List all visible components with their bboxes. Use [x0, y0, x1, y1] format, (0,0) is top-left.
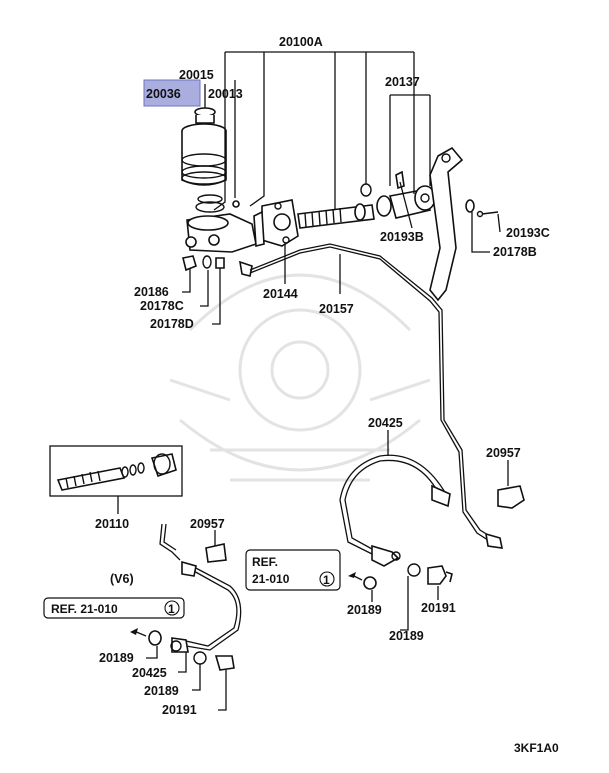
label-20036[interactable]: 20036: [146, 87, 181, 101]
bolt-20178d[interactable]: [215, 257, 225, 269]
ref-box-lower-text: REF. 21-010: [51, 602, 118, 616]
label-20193b[interactable]: 20193B: [380, 230, 424, 244]
label-20100a[interactable]: 20100A: [279, 35, 323, 49]
clutch-hose-v6[interactable]: [159, 523, 242, 653]
reservoir-cap[interactable]: [194, 107, 216, 117]
diagram-code: 3KF1A0: [514, 741, 559, 755]
label-20144[interactable]: 20144: [263, 287, 298, 301]
repair-kit-20110[interactable]: [49, 445, 183, 497]
pedal-lever[interactable]: [429, 146, 464, 302]
label-20193c[interactable]: 20193C: [506, 226, 550, 240]
label-20178c[interactable]: 20178C: [140, 299, 184, 313]
part-labels: 20100A 20015 20036 20013 20137 20193B 20…: [43, 35, 559, 755]
clutch-pipe[interactable]: [249, 243, 504, 549]
pedal-bushing[interactable]: [465, 199, 475, 213]
washer-20178c[interactable]: [202, 255, 212, 269]
label-20137[interactable]: 20137: [385, 75, 420, 89]
label-20957-lower[interactable]: 20957: [190, 517, 225, 531]
ref-box-upper-line1: REF.: [252, 555, 278, 569]
gasket-20189c[interactable]: [148, 630, 162, 646]
label-20178b[interactable]: 20178B: [493, 245, 537, 259]
ref-box-lower-num: 1: [168, 602, 175, 616]
leader-lines: [117, 51, 509, 711]
highlight-box-20036: [143, 79, 201, 107]
label-20425-lower[interactable]: 20425: [132, 666, 167, 680]
seal-ring[interactable]: [197, 194, 223, 204]
label-20189-d[interactable]: 20189: [144, 684, 179, 698]
bolt-20191a[interactable]: [427, 565, 447, 585]
label-20191-b[interactable]: 20191: [162, 703, 197, 717]
fitting-20144[interactable]: [238, 260, 253, 277]
label-20957-upper[interactable]: 20957: [486, 446, 521, 460]
label-20191-a[interactable]: 20191: [421, 601, 456, 615]
label-20189-a[interactable]: 20189: [347, 603, 382, 617]
clip-20957-lower[interactable]: [205, 543, 227, 563]
nut-20186[interactable]: [182, 255, 197, 272]
label-20186[interactable]: 20186: [134, 285, 169, 299]
label-20178d[interactable]: 20178D: [150, 317, 194, 331]
reservoir-body[interactable]: [181, 131, 227, 186]
clip-20957-upper[interactable]: [497, 485, 525, 509]
bolt-20191b[interactable]: [214, 655, 235, 671]
gasket-20189b[interactable]: [407, 563, 421, 577]
ref-box-upper-line2: 21-010: [252, 572, 290, 586]
gasket-20189a[interactable]: [363, 576, 377, 590]
ref-box-upper-num: 1: [323, 573, 330, 587]
snap-ring[interactable]: [360, 183, 372, 197]
label-v6: (V6): [110, 572, 134, 586]
label-20110[interactable]: 20110: [95, 517, 129, 531]
label-20157[interactable]: 20157: [319, 302, 354, 316]
label-20425-upper[interactable]: 20425: [368, 416, 403, 430]
label-20189-b[interactable]: 20189: [389, 629, 424, 643]
clutch-hose-upper[interactable]: [339, 454, 451, 567]
gasket-20189d[interactable]: [193, 651, 207, 665]
ref-box-upper[interactable]: [245, 549, 341, 591]
pin-20193c[interactable]: [481, 211, 499, 215]
ref-box-lower[interactable]: [43, 597, 185, 619]
label-20189-c[interactable]: 20189: [99, 651, 134, 665]
label-20013[interactable]: 20013: [208, 87, 243, 101]
master-cylinder-group: [181, 107, 499, 302]
watermark-emblem: [169, 273, 431, 482]
label-20015[interactable]: 20015: [179, 68, 214, 82]
